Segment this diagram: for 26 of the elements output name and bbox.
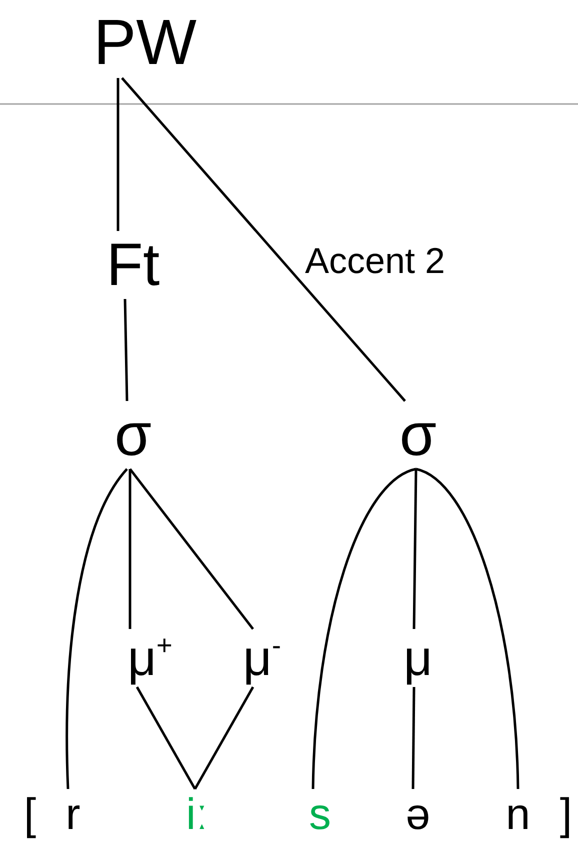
- mora-symbol: μ$^{+}$: [128, 633, 172, 683]
- tree-branch: [412, 686, 416, 790]
- tree-branch: [312, 468, 416, 790]
- tier-label: PW: [93, 10, 197, 74]
- mora-symbol: μ$^{-}$: [243, 633, 281, 683]
- phone-symbol: n: [506, 793, 530, 837]
- tree-branch: [116, 78, 120, 231]
- tree-branch: [66, 468, 128, 790]
- syllable-symbol: σ: [399, 405, 437, 465]
- tree-branch: [124, 298, 128, 402]
- bracket-symbol: [: [24, 793, 36, 837]
- tier-label: Ft: [106, 235, 160, 295]
- bracket-symbol: ]: [560, 793, 572, 837]
- phone-symbol: ə: [406, 793, 430, 837]
- phone-symbol: r: [66, 793, 80, 837]
- tree-branch: [416, 468, 520, 790]
- tree-branch: [412, 468, 418, 630]
- tree-branch: [128, 469, 132, 629]
- phone-symbol: s: [309, 793, 331, 837]
- phone-symbol: iː: [186, 793, 208, 837]
- syllable-symbol: σ: [114, 405, 152, 465]
- tree-branch: [129, 468, 254, 630]
- tree-branch: [194, 686, 254, 790]
- mora-symbol: μ: [404, 633, 432, 683]
- tree-branch: [121, 77, 406, 402]
- tree-branch: [136, 686, 196, 790]
